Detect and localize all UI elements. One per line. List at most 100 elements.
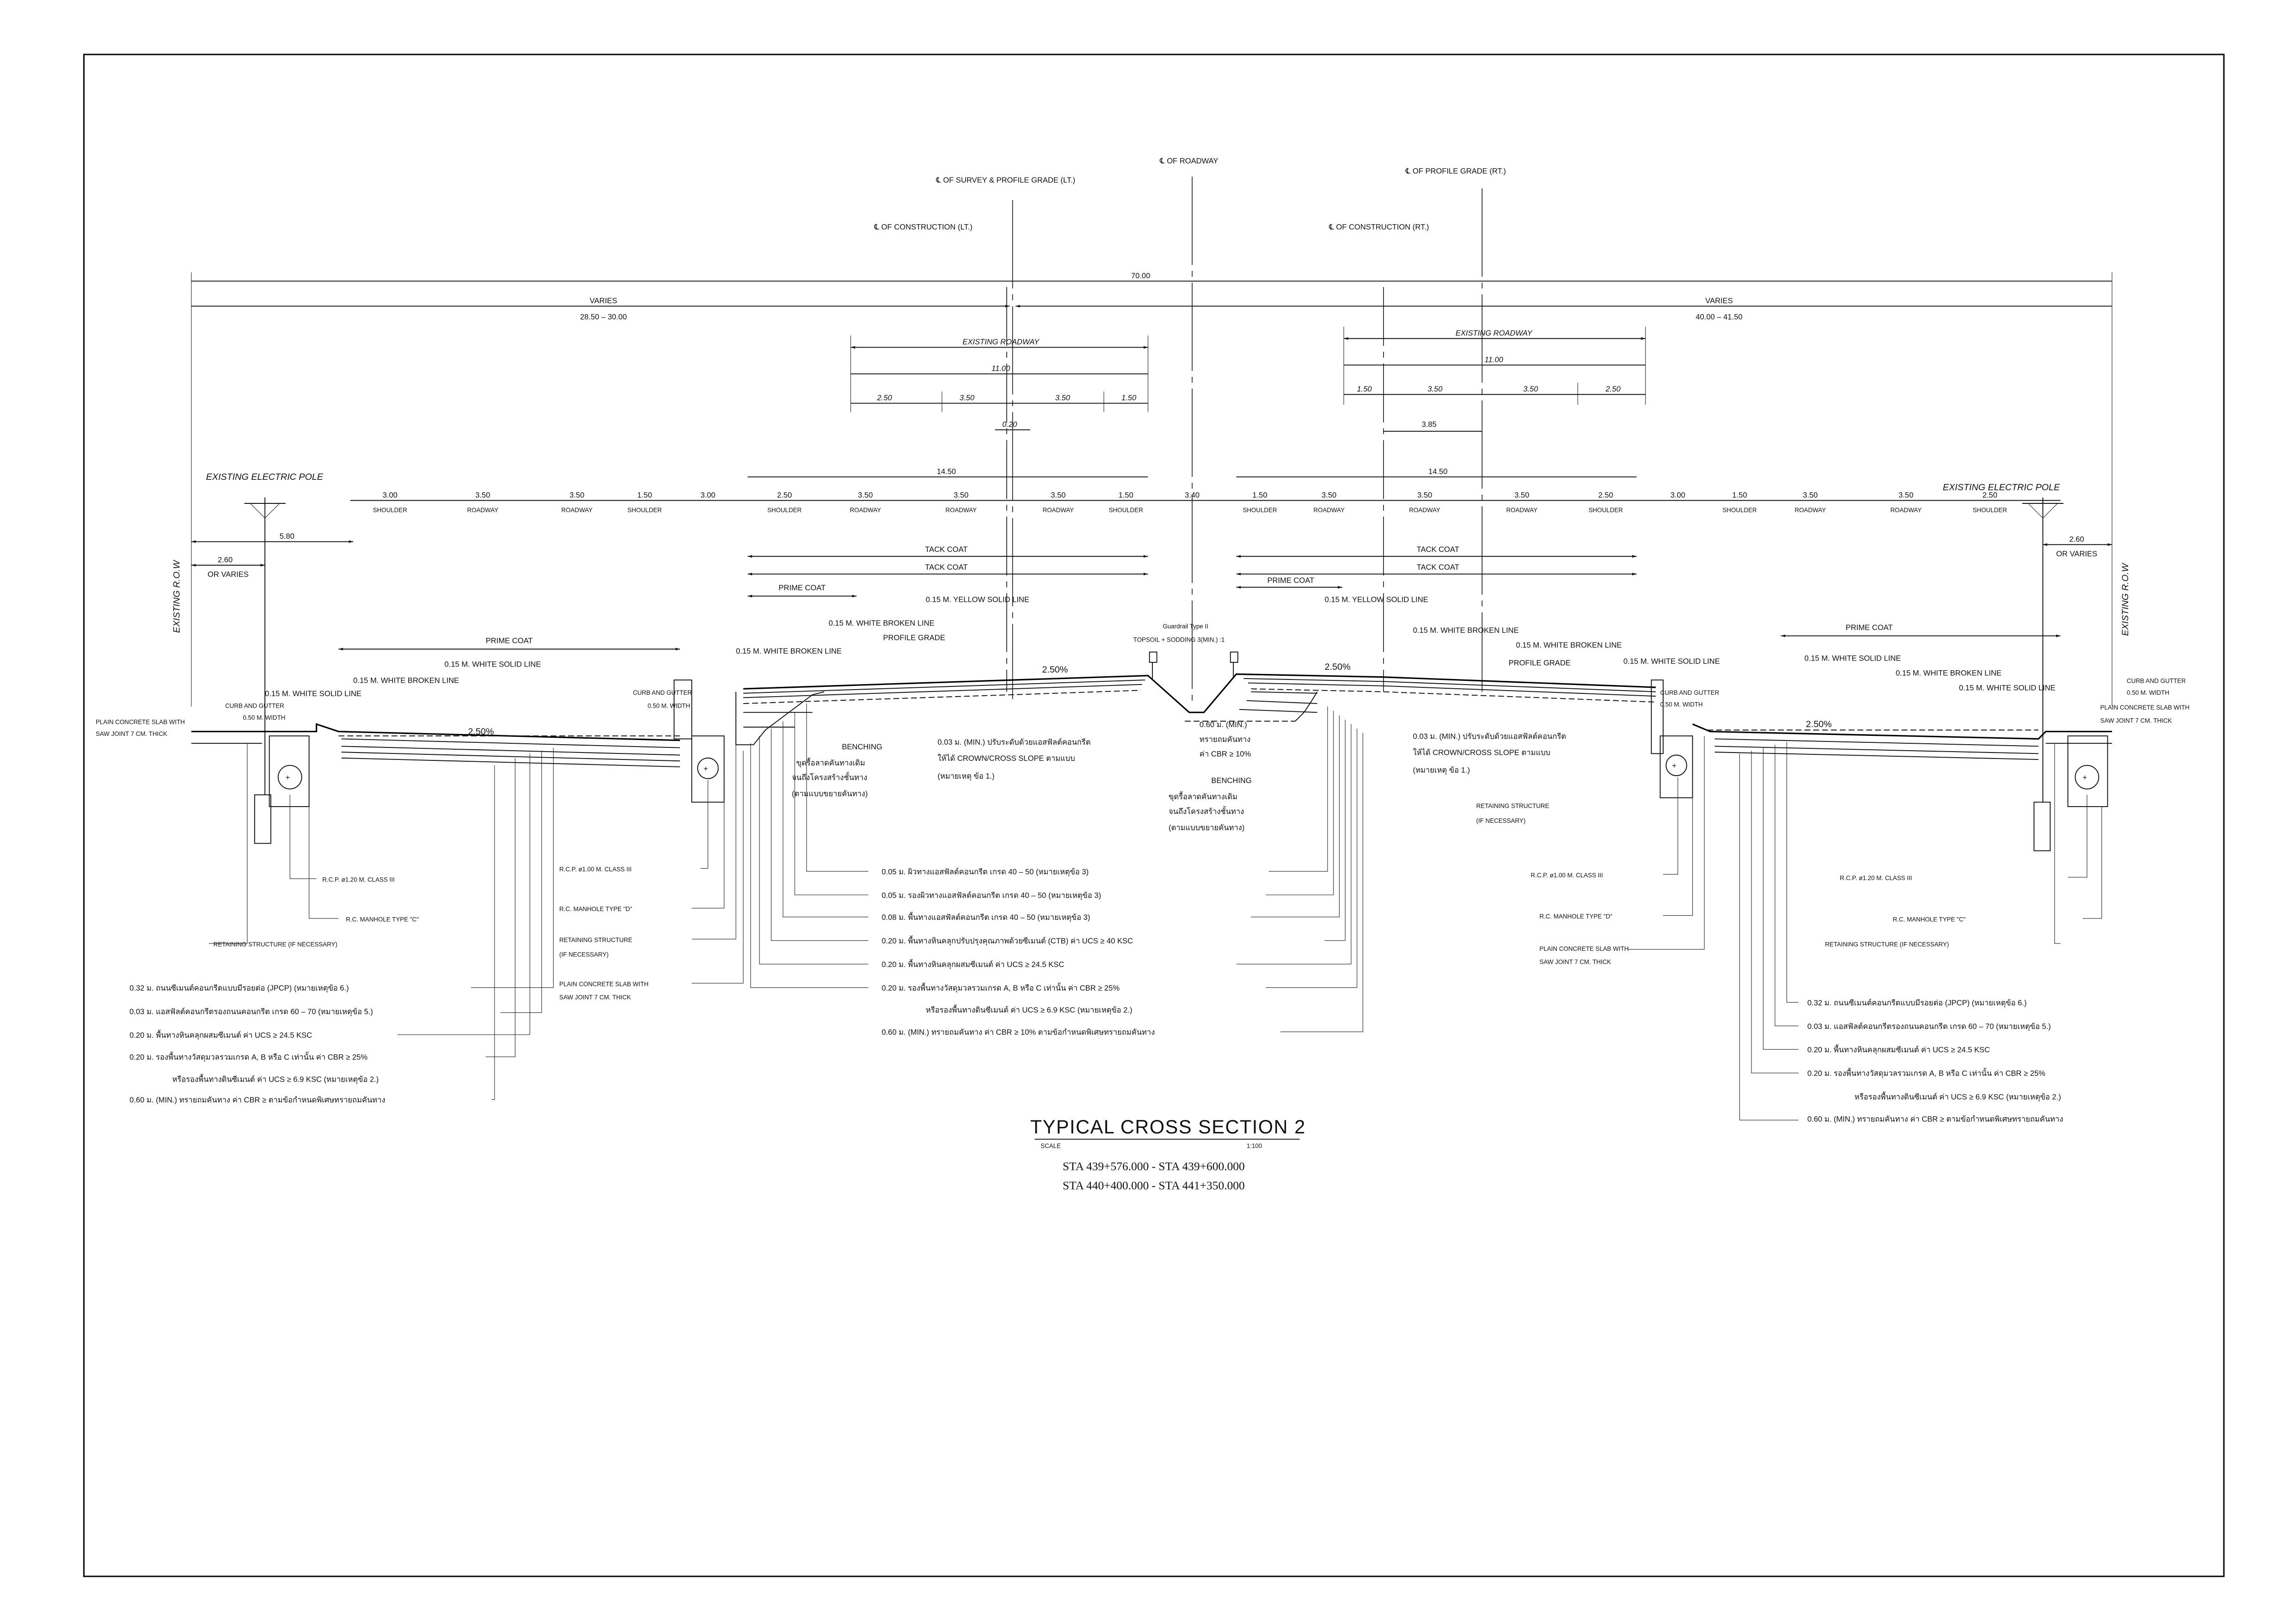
- title-block: TYPICAL CROSS SECTION 2 SCALE 1:100 STA …: [1030, 1116, 1306, 1192]
- annotation-label: (IF NECESSARY): [559, 951, 609, 958]
- annotation-label: EXISTING R.O.W: [171, 559, 182, 633]
- note-right-1: 0.32 ม. ถนนซีเมนต์คอนกรีตแบบมีรอยต่อ (JP…: [1807, 998, 2027, 1008]
- note-left-3: 0.20 ม. พื้นทางหินคลุกผสมซีเมนต์ ค่า UCS…: [129, 1029, 312, 1040]
- note-left-5: หรือรองพื้นทางดินซีเมนต์ ค่า UCS ≥ 6.9 K…: [172, 1073, 379, 1084]
- leader-lines: [209, 704, 2102, 1120]
- tack-coat-rt-1: TACK COAT: [1417, 545, 1459, 554]
- centerline-construction-rt-label: ℄ OF CONSTRUCTION (RT.): [1329, 223, 1429, 232]
- annotation-label: 0.15 M. YELLOW SOLID LINE: [926, 595, 1029, 604]
- annotation-label: 0.50 M. WIDTH: [2127, 689, 2169, 696]
- annotation-label: ให้ได้ CROWN/CROSS SLOPE ตามแบบ: [937, 754, 1075, 763]
- annotation-label: BENCHING: [842, 742, 882, 751]
- station-range-1: STA 439+576.000 - STA 439+600.000: [1063, 1159, 1245, 1173]
- note-left-6: 0.60 ม. (MIN.) ทรายถมคันทาง ค่า CBR ≥ ตา…: [129, 1096, 385, 1104]
- note-center-8: 0.60 ม. (MIN.) ทรายถมคันทาง ค่า CBR ≥ 10…: [882, 1028, 1155, 1036]
- scale-label: SCALE: [1041, 1143, 1061, 1150]
- annotation-label: (หมายเหตุ ข้อ 1.): [937, 771, 994, 781]
- pipe-rcp-center-left: [697, 757, 719, 779]
- existing-lt-seg-4: 1.50: [1121, 393, 1137, 402]
- annotation-label: (หมายเหตุ ข้อ 1.): [1413, 766, 1470, 775]
- annotation-label: CURB AND GUTTER: [633, 689, 692, 696]
- annotation-label: R.C. MANHOLE TYPE "C": [1893, 916, 1966, 923]
- existing-roadway-rt-label: EXISTING ROADWAY: [1456, 329, 1533, 337]
- or-varies-right: OR VARIES: [2056, 550, 2097, 558]
- offset-lt-dimension: 0.20: [1002, 420, 1017, 428]
- existing-width-rt: 11.00: [1485, 355, 1504, 364]
- lane-width: 1.50: [1732, 490, 1747, 499]
- pavement-right-outer: + +: [1659, 723, 2112, 807]
- svg-text:+: +: [2082, 773, 2087, 782]
- note-center-4: 0.20 ม. พื้นทางหินคลุกปรับปรุงคุณภาพด้วย…: [882, 935, 1133, 946]
- centerlines: ℄ OF ROADWAY ℄ OF SURVEY & PROFILE GRADE…: [874, 156, 1506, 707]
- note-right-5: หรือรองพื้นทางดินซีเมนต์ ค่า UCS ≥ 6.9 K…: [1855, 1091, 2061, 1102]
- svg-text:+: +: [1672, 761, 1677, 770]
- notes-right-outer: 0.32 ม. ถนนซีเมนต์คอนกรีตแบบมีรอยต่อ (JP…: [1807, 998, 2063, 1124]
- note-right-2: 0.03 ม. แอสฟัลต์คอนกรีตรองถนนคอนกรีต เกร…: [1807, 1022, 2051, 1031]
- pavement-left-outer: + +: [191, 679, 725, 807]
- existing-rt-seg-2: 3.50: [1427, 385, 1443, 393]
- annotation-label: ให้ได้ CROWN/CROSS SLOPE ตามแบบ: [1413, 748, 1550, 757]
- annotation-label: ขุดรื้อลาดคันทางเดิม: [796, 757, 865, 768]
- lane-width: 2.50: [1598, 490, 1613, 499]
- annotation-label: 0.50 M. WIDTH: [648, 703, 690, 710]
- lane-width: 3.50: [1898, 490, 1913, 499]
- drawing-title: TYPICAL CROSS SECTION 2: [1030, 1116, 1306, 1138]
- annotation-label: EXISTING ELECTRIC POLE: [206, 472, 324, 482]
- varies-right-label: VARIES: [1705, 296, 1733, 305]
- lane-width: 1.50: [637, 490, 652, 499]
- centerline-profile-rt-label: ℄ OF PROFILE GRADE (RT.): [1405, 167, 1506, 176]
- annotation-label: SAW JOINT 7 CM. THICK: [559, 994, 631, 1001]
- annotation-label: R.C.P. ø1.00 M. CLASS III: [559, 866, 631, 873]
- lane-type: ROADWAY: [1043, 507, 1074, 514]
- existing-lt-seg-3: 3.50: [1055, 393, 1071, 402]
- annotation-label: 0.60 ม. (MIN.): [1200, 720, 1247, 729]
- annotation-label: RETAINING STRUCTURE: [559, 936, 632, 943]
- lane-width: 3.50: [1322, 490, 1336, 499]
- prime-coat-right-outer: PRIME COAT: [1846, 623, 1893, 632]
- note-left-4: 0.20 ม. รองพื้นทางวัสดุมวลรวมเกรด A, B ห…: [129, 1052, 367, 1062]
- annotation-label: 0.15 M. WHITE BROKEN LINE: [1896, 669, 2002, 678]
- annotation-label: (ตามแบบขยายคันทาง): [1169, 823, 1244, 832]
- annotation-label: 0.15 M. WHITE BROKEN LINE: [1413, 626, 1519, 635]
- annotation-label: 0.15 M. WHITE BROKEN LINE: [736, 647, 842, 655]
- lane-type: ROADWAY: [1795, 507, 1826, 514]
- lane-type: ROADWAY: [1506, 507, 1537, 514]
- notes-center: 0.05 ม. ผิวทางแอสฟัลต์คอนกรีต เกรด 40 – …: [882, 867, 1155, 1036]
- coat-dimensions: TACK COAT TACK COAT PRIME COAT TACK COAT…: [338, 545, 2061, 651]
- note-right-3: 0.20 ม. พื้นทางหินคลุกผสมซีเมนต์ ค่า UCS…: [1807, 1044, 1990, 1055]
- lane-type: SHOULDER: [1109, 507, 1144, 514]
- varies-right-range: 40.00 – 41.50: [1696, 312, 1742, 321]
- annotation-label: 0.15 M. YELLOW SOLID LINE: [1325, 595, 1428, 604]
- existing-rt-seg-1: 1.50: [1357, 385, 1372, 393]
- annotation-label: (ตามแบบขยายคันทาง): [792, 790, 868, 798]
- tack-coat-lt-1: TACK COAT: [925, 545, 967, 554]
- lane-width: 3.40: [1185, 490, 1200, 499]
- guardrail-right: [1230, 651, 1238, 663]
- note-right-6: 0.60 ม. (MIN.) ทรายถมคันทาง ค่า CBR ≥ ตา…: [1807, 1114, 2063, 1123]
- annotation-label: PLAIN CONCRETE SLAB WITH: [96, 719, 185, 726]
- annotation-label: 0.15 M. WHITE SOLID LINE: [1805, 654, 1901, 663]
- station-range-2: STA 440+400.000 - STA 441+350.000: [1063, 1179, 1245, 1192]
- lane-type: SHOULDER: [1722, 507, 1757, 514]
- note-left-2: 0.03 ม. แอสฟัลต์คอนกรีตรองถนนคอนกรีต เกร…: [129, 1007, 373, 1016]
- annotation-label: R.C. MANHOLE TYPE "C": [346, 916, 419, 923]
- lane-width: 3.50: [1051, 490, 1065, 499]
- pavement-median-carriageways: [735, 651, 1664, 754]
- lane-type: ROADWAY: [1409, 507, 1440, 514]
- offset-rt-dimension: 3.85: [1422, 420, 1437, 428]
- annotation-label: 2.50%: [1042, 665, 1068, 675]
- lane-width: 3.50: [1417, 490, 1432, 499]
- varies-left-range: 28.50 – 30.00: [580, 312, 627, 321]
- svg-text:+: +: [704, 765, 708, 773]
- or-varies-left: OR VARIES: [208, 570, 249, 579]
- prime-coat-lt-median: PRIME COAT: [778, 583, 826, 592]
- annotation-label: R.C. MANHOLE TYPE "D": [1539, 913, 1612, 920]
- pole-offset-dimension: 5.80: [280, 532, 294, 540]
- annotation-label: จนถึงโครงสร้างชั้นทาง: [792, 772, 867, 782]
- annotation-label: 0.15 M. WHITE BROKEN LINE: [829, 618, 935, 627]
- annotation-label: ค่า CBR ≥ 10%: [1200, 750, 1251, 759]
- tack-coat-rt-2: TACK COAT: [1417, 563, 1459, 571]
- lane-width: 3.00: [1671, 490, 1685, 499]
